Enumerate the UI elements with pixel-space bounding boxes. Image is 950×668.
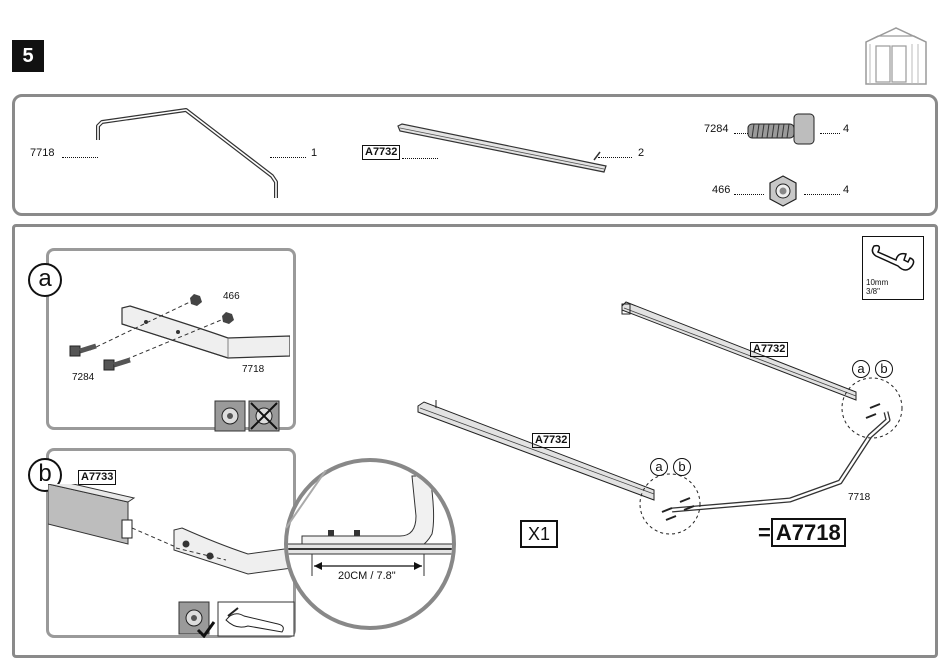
wrench-icon <box>868 240 918 276</box>
callout-b-lower: b <box>673 458 691 476</box>
result-part-number: A7718 <box>771 518 846 547</box>
quantity-part-1: 1 <box>311 147 317 159</box>
part-number-A7732: A7732 <box>362 145 400 160</box>
callout-a-lower: a <box>650 458 668 476</box>
leader-line <box>62 157 98 158</box>
leader-line <box>402 158 438 159</box>
zoom-pointer-line <box>286 470 346 530</box>
leader-line <box>734 133 748 134</box>
detail-b-instruction-icons <box>178 600 296 638</box>
detail-a-bolt-label: 7284 <box>72 372 94 383</box>
detail-b-drawing <box>48 484 292 594</box>
rail-part-drawing <box>396 122 612 178</box>
detail-a-nut-label: 466 <box>223 291 240 302</box>
leader-line <box>598 157 632 158</box>
detail-a-drawing <box>60 280 290 420</box>
measurement-label: 20CM / 7.8" <box>338 570 396 582</box>
detail-a-label: a <box>28 263 62 297</box>
leader-line <box>734 194 764 195</box>
frame-label: 7718 <box>848 492 870 503</box>
quantity-part-3: 4 <box>843 123 849 135</box>
part-number-7718: 7718 <box>30 147 54 159</box>
callout-a-upper: a <box>852 360 870 378</box>
quantity-label: X1 <box>520 520 558 548</box>
result-part-label: =A7718 <box>758 520 846 546</box>
upper-rail-label: A7732 <box>750 342 788 357</box>
part-number-466: 466 <box>712 184 730 196</box>
step-number-badge: 5 <box>12 40 44 72</box>
hex-nut-icon <box>766 174 800 208</box>
leader-line <box>820 133 840 134</box>
part-number-7284: 7284 <box>704 123 728 135</box>
quantity-part-4: 4 <box>843 184 849 196</box>
tool-size-mm: 10mm <box>866 278 888 287</box>
leader-line <box>270 157 306 158</box>
detail-b-part-label: A7733 <box>78 470 116 485</box>
lower-rail-label: A7732 <box>532 433 570 448</box>
equals-sign: = <box>758 520 771 545</box>
detail-a-instruction-icons <box>214 400 282 432</box>
bolt-icon <box>744 110 818 146</box>
tool-size-inch: 3/8" <box>866 287 880 296</box>
callout-b-upper: b <box>875 360 893 378</box>
detail-a-tube-label: 7718 <box>242 364 264 375</box>
quantity-part-2: 2 <box>638 147 644 159</box>
frame-part-drawing <box>90 104 290 200</box>
shed-icon <box>858 24 934 88</box>
main-assembly-drawing <box>400 296 910 556</box>
leader-line <box>804 194 840 195</box>
